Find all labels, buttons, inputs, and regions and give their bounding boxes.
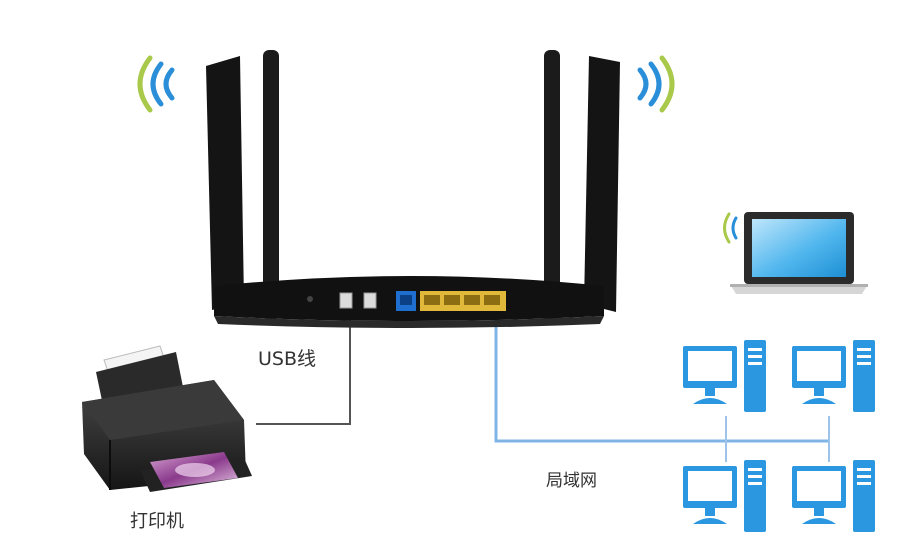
- desktop-computer-icon: [792, 340, 875, 412]
- wifi-signal-icon: [637, 55, 675, 113]
- router-antenna-right-inner: [544, 50, 560, 320]
- desktop-computer-icon: [792, 460, 875, 532]
- wifi-signal-icon: [137, 55, 175, 113]
- usb-cable-label: USB线: [258, 348, 317, 370]
- router-antenna-right-outer: [584, 56, 620, 312]
- laptop-icon: [730, 212, 868, 294]
- router-icon: [206, 50, 620, 328]
- lan-label: 局域网: [546, 471, 597, 491]
- usb-cable: [256, 320, 351, 425]
- printer-icon: [82, 345, 252, 492]
- lan-cable: [494, 318, 829, 443]
- router-antenna-left-outer: [206, 56, 244, 310]
- wifi-signal-icon: [723, 212, 738, 244]
- desktop-computer-icon: [683, 460, 766, 532]
- router-usb-port-2: [363, 292, 377, 309]
- router-antenna-left-inner: [263, 50, 279, 320]
- laptop-screen: [752, 219, 846, 277]
- desktop-computer-icon: [683, 340, 766, 412]
- router-usb-port-1: [339, 292, 353, 309]
- router-power-port: [307, 296, 313, 302]
- printer-label: 打印机: [130, 511, 184, 532]
